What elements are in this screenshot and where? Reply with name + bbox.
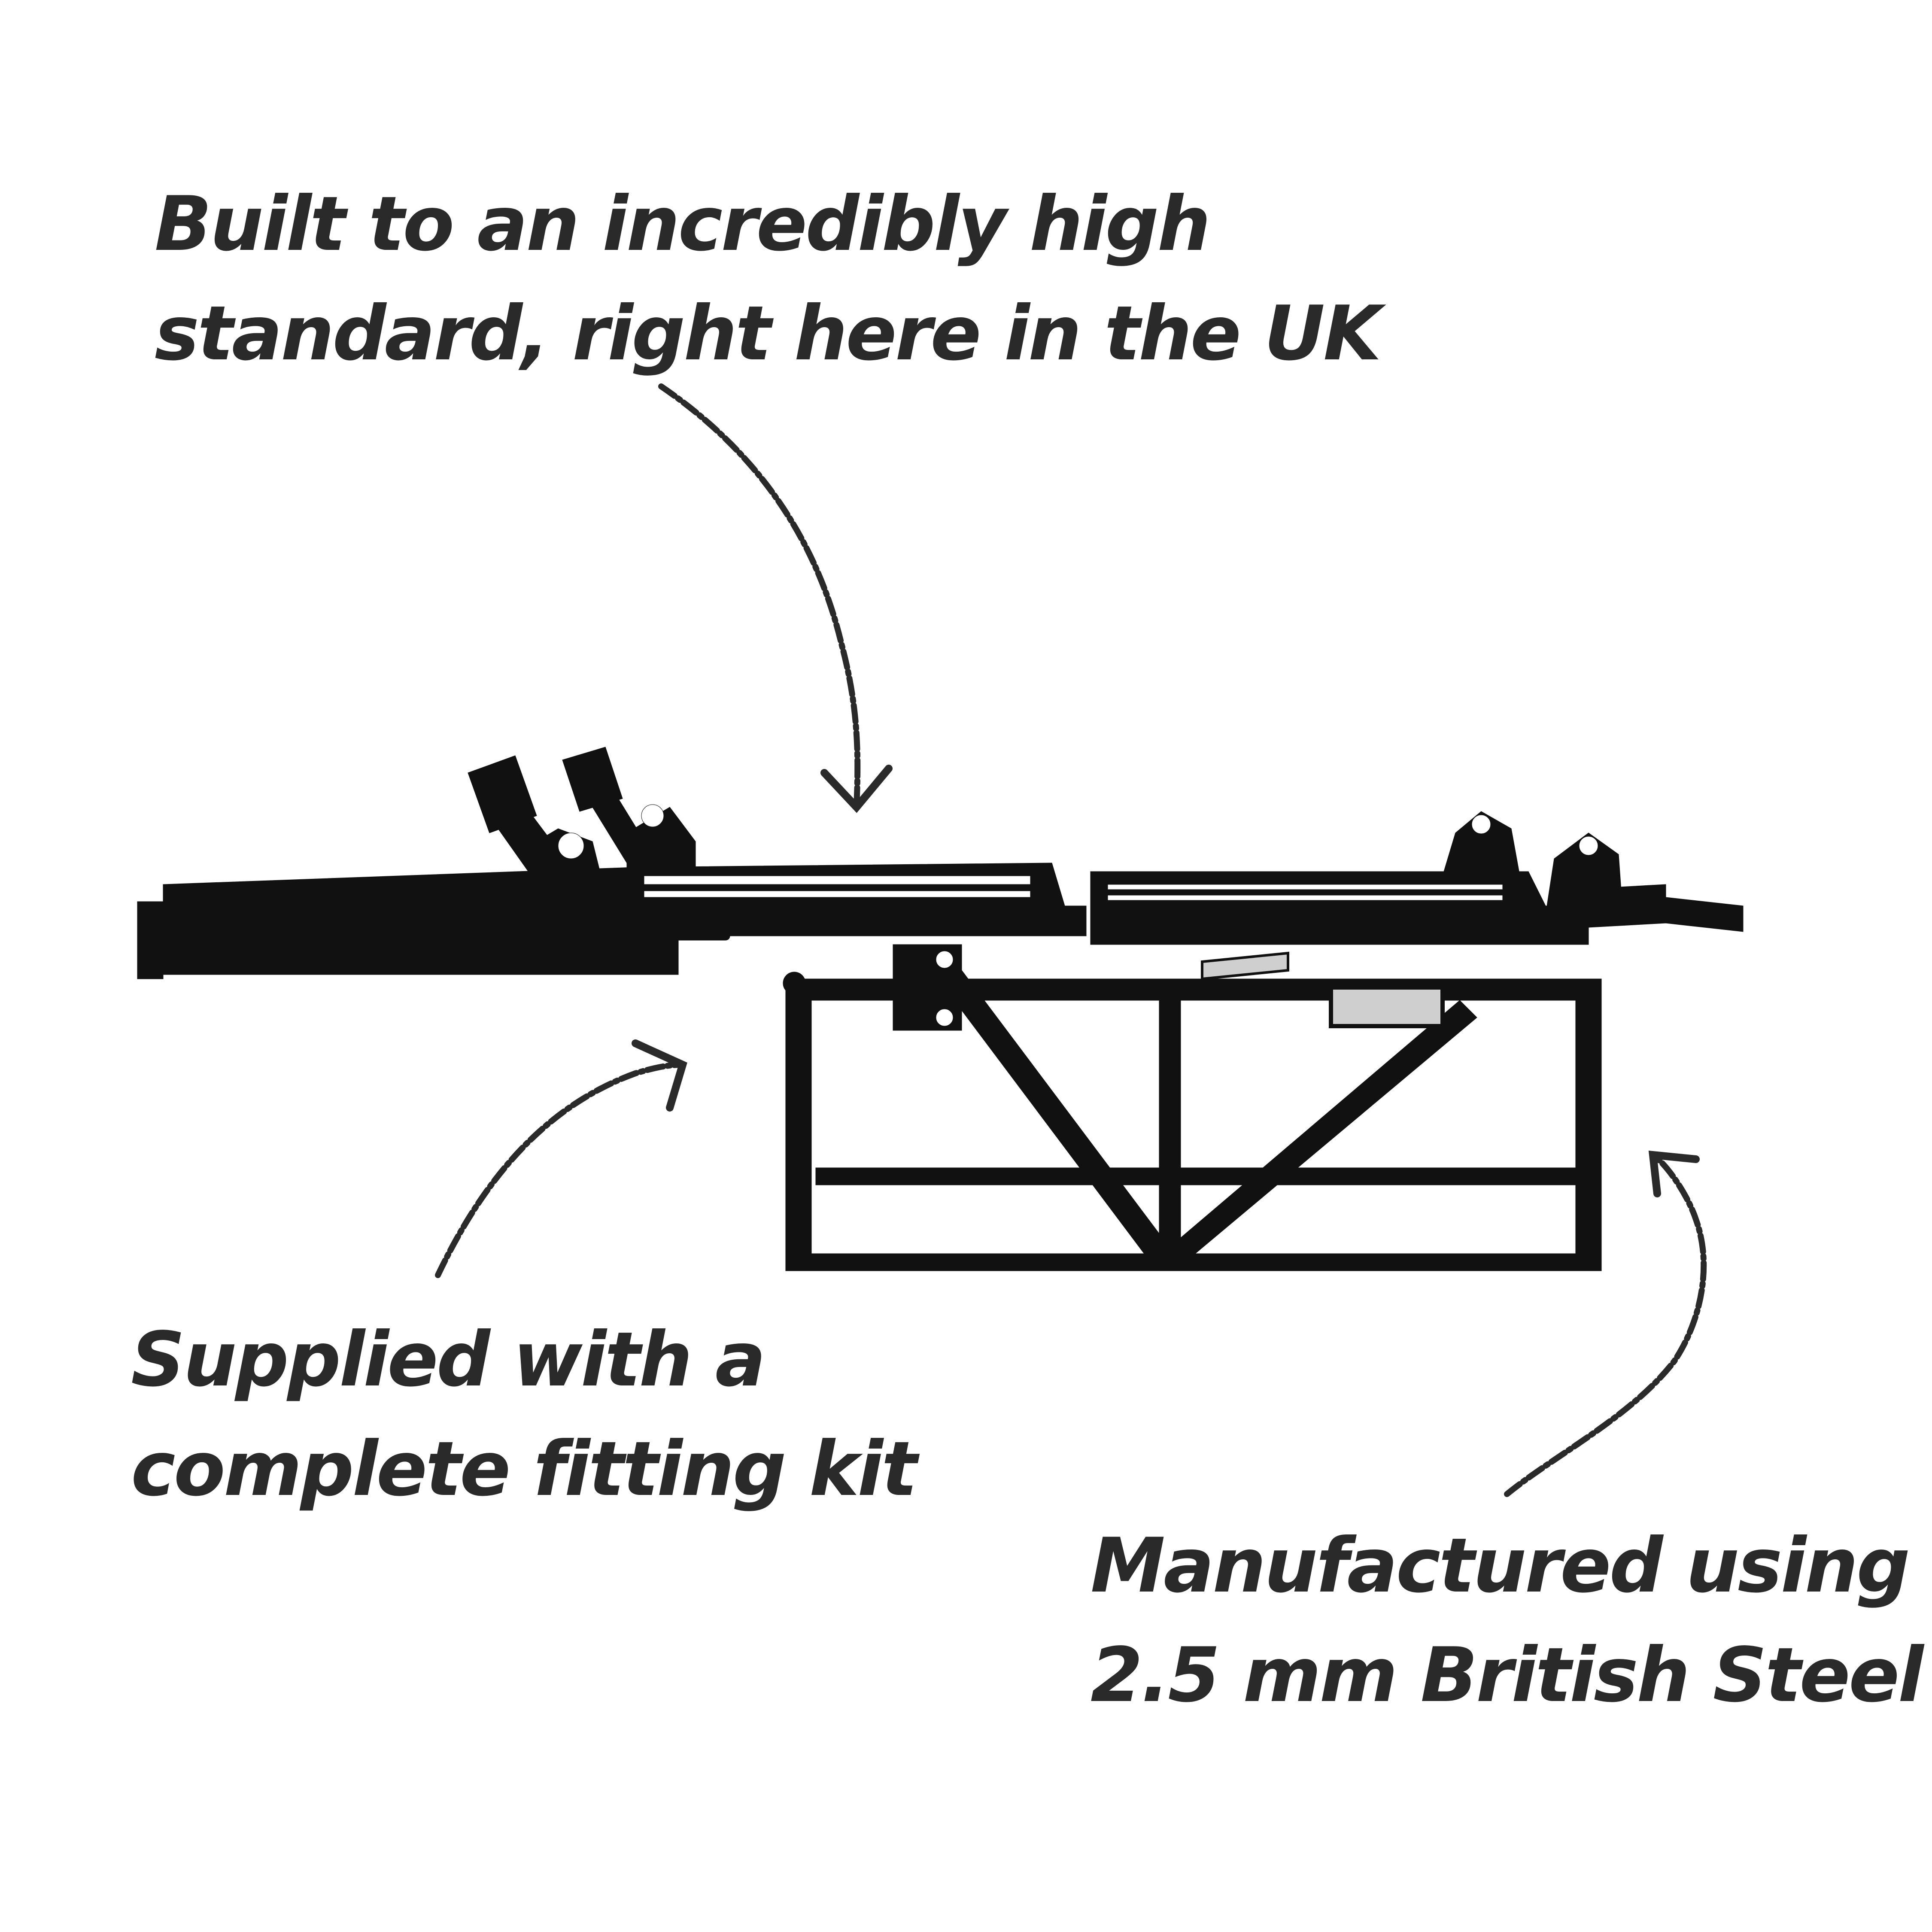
caption-line: Supplied with a	[131, 1316, 766, 1403]
caption-british-steel: Manufactured using 2.5 mm British Steel	[1091, 1511, 1924, 1730]
caption-line: complete fitting kit	[131, 1426, 917, 1513]
arrow-top-icon	[658, 383, 893, 813]
caption-line: Built to an incredibly high	[155, 181, 1211, 268]
caption-line: Manufactured using	[1091, 1522, 1910, 1610]
caption-line: standard, right here in the UK	[155, 290, 1382, 377]
caption-built-uk: Built to an incredibly high standard, ri…	[155, 170, 1382, 389]
bed-frame-icon	[137, 747, 1744, 1271]
arrow-left-icon	[435, 1039, 687, 1278]
caption-fitting-kit: Supplied with a complete fitting kit	[131, 1305, 917, 1524]
caption-line: 2.5 mm British Steel	[1091, 1632, 1924, 1719]
arrow-right-icon	[1504, 1150, 1707, 1497]
